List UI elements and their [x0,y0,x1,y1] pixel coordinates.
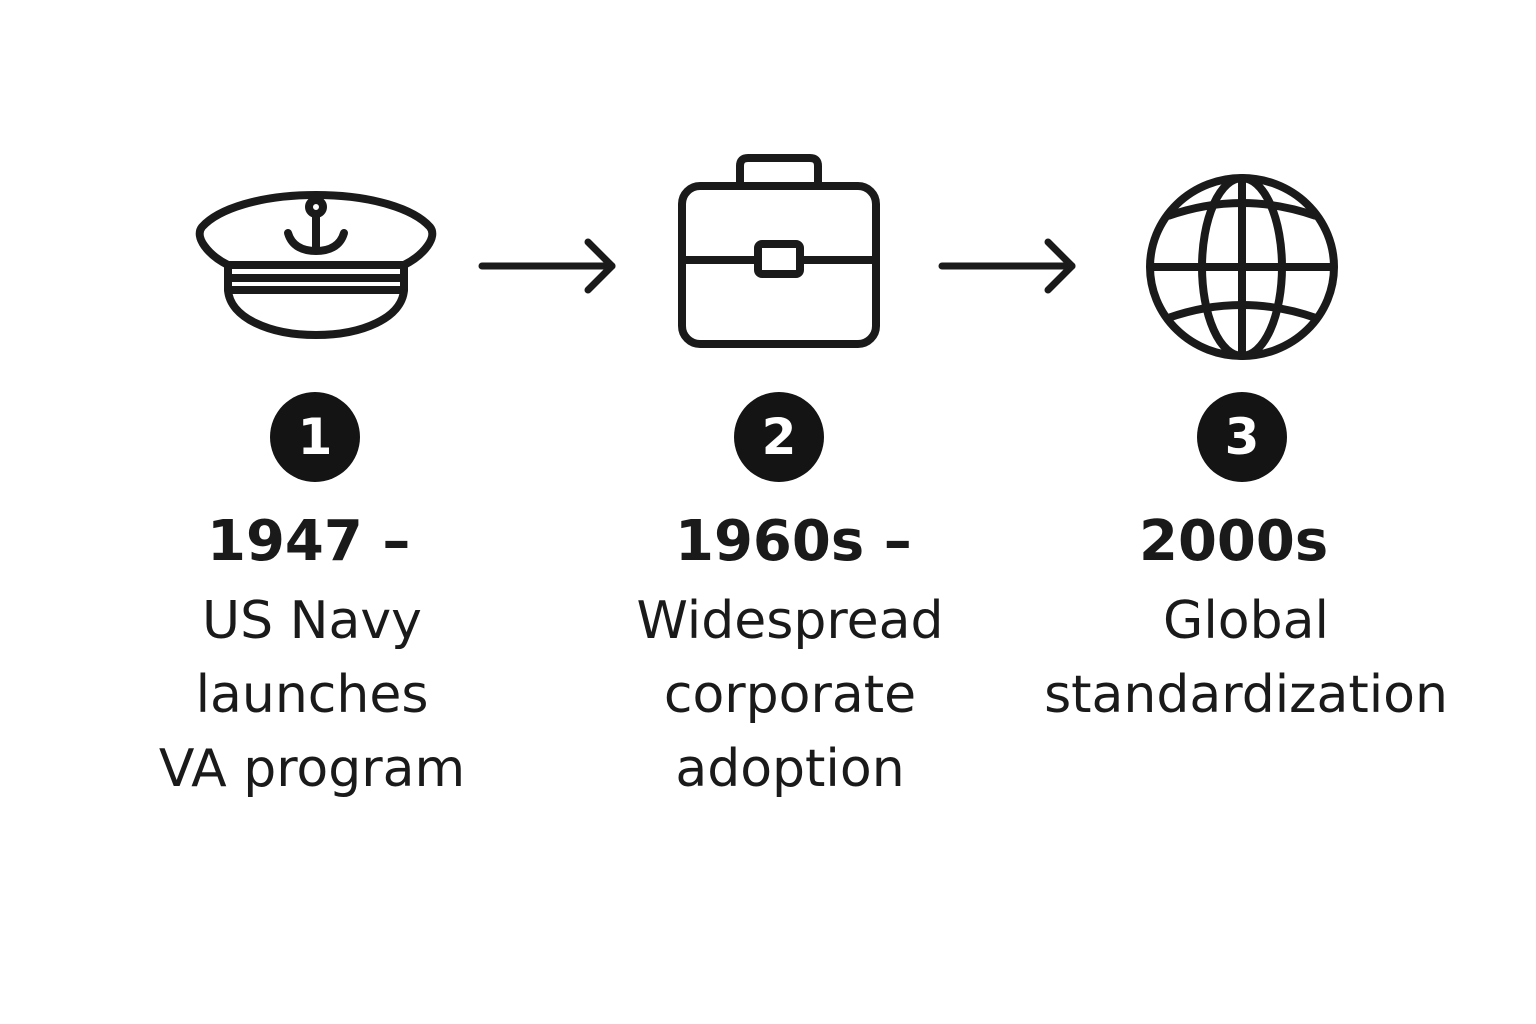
description-line: US Navy [202,591,422,651]
navy-cap-icon [195,191,437,339]
step-number-badge: 3 [1197,392,1287,482]
step-year: 1960s – [675,509,912,574]
step-year: 2000s [1139,509,1329,574]
description-line: launches [195,665,429,725]
step-year: 1947 – [207,509,411,574]
description-line: Global [1163,591,1329,651]
arrow-right-icon [478,238,616,294]
step-description: Global standardization [1016,584,1476,732]
description-line: standardization [1044,665,1448,725]
description-line: corporate [663,665,917,725]
step-number-badge: 1 [270,392,360,482]
globe-icon [1146,174,1338,360]
step-description: Widespread corporate adoption [590,584,990,806]
step-description: US Navy launches VA program [112,584,512,806]
description-line: Widespread [636,591,944,651]
briefcase-icon [678,154,880,348]
arrow-right-icon [938,238,1076,294]
description-line: VA program [158,739,466,799]
step-number-badge: 2 [734,392,824,482]
description-line: adoption [675,739,905,799]
